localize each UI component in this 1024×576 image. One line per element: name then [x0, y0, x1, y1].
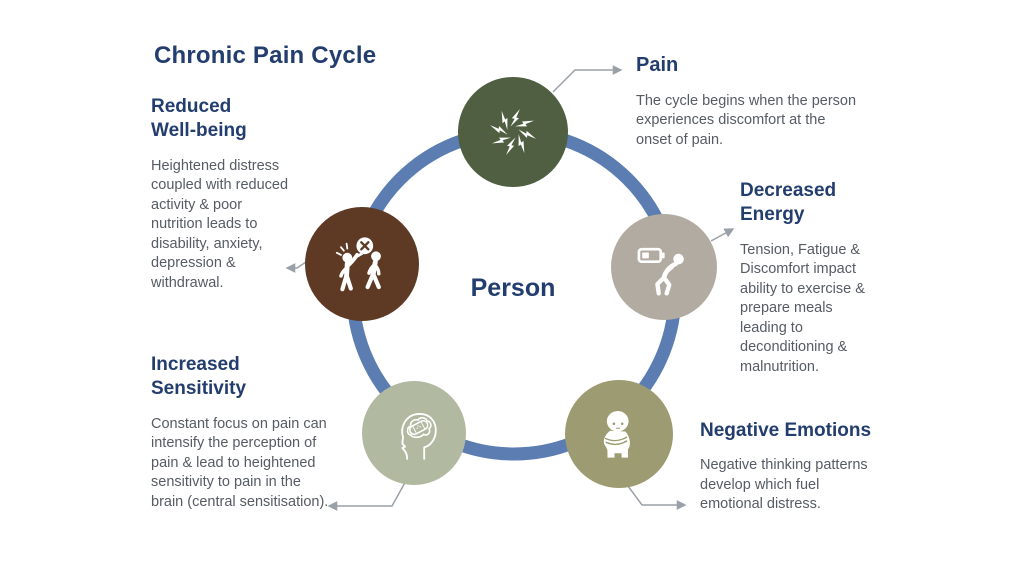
increased-sensitivity-description: Constant focus on pain can intensify the… — [151, 415, 329, 510]
low-battery-person-icon — [637, 247, 684, 296]
node-reduced-wellbeing — [305, 207, 419, 321]
reduced-wellbeing-heading: Reduced Well-being — [151, 96, 247, 142]
decreased-energy-heading: Decreased Energy — [740, 180, 837, 226]
node-pain — [458, 77, 568, 187]
node-increased-sensitivity — [362, 381, 466, 485]
head-brain-bandage-icon — [401, 413, 437, 460]
pain-burst-icon — [490, 109, 536, 155]
negative-emotions-description: Negative thinking patterns develop which… — [700, 457, 868, 513]
pain-text-block: Pain The cycle begins when the person ex… — [636, 53, 862, 150]
connector-decreased-energy — [710, 228, 735, 242]
decreased-energy-description: Tension, Fatigue & Discomfort impact abi… — [740, 241, 865, 375]
pain-description: The cycle begins when the person experie… — [636, 92, 857, 148]
connector-increased-sensitivity — [327, 478, 408, 511]
node-decreased-energy — [611, 214, 717, 320]
conflict-people-icon — [335, 237, 381, 292]
reduced-wellbeing-text-block: Reduced Well-being Heightened distress c… — [151, 95, 291, 293]
pain-heading: Pain — [636, 54, 679, 76]
increased-sensitivity-text-block: Increased Sensitivity Constant focus on … — [151, 353, 333, 512]
sad-sitting-person-icon — [603, 410, 630, 458]
increased-sensitivity-heading: Increased Sensitivity — [151, 354, 247, 400]
decreased-energy-text-block: Decreased Energy Tension, Fatigue & Disc… — [740, 179, 882, 377]
reduced-wellbeing-description: Heightened distress coupled with reduced… — [151, 157, 289, 291]
node-negative-emotions — [565, 380, 673, 488]
center-person-label: Person — [470, 274, 556, 302]
connector-pain — [552, 65, 623, 93]
page-title: Chronic Pain Cycle — [154, 42, 377, 69]
negative-emotions-text-block: Negative Emotions Negative thinking patt… — [700, 419, 930, 515]
negative-emotions-heading: Negative Emotions — [700, 420, 872, 441]
